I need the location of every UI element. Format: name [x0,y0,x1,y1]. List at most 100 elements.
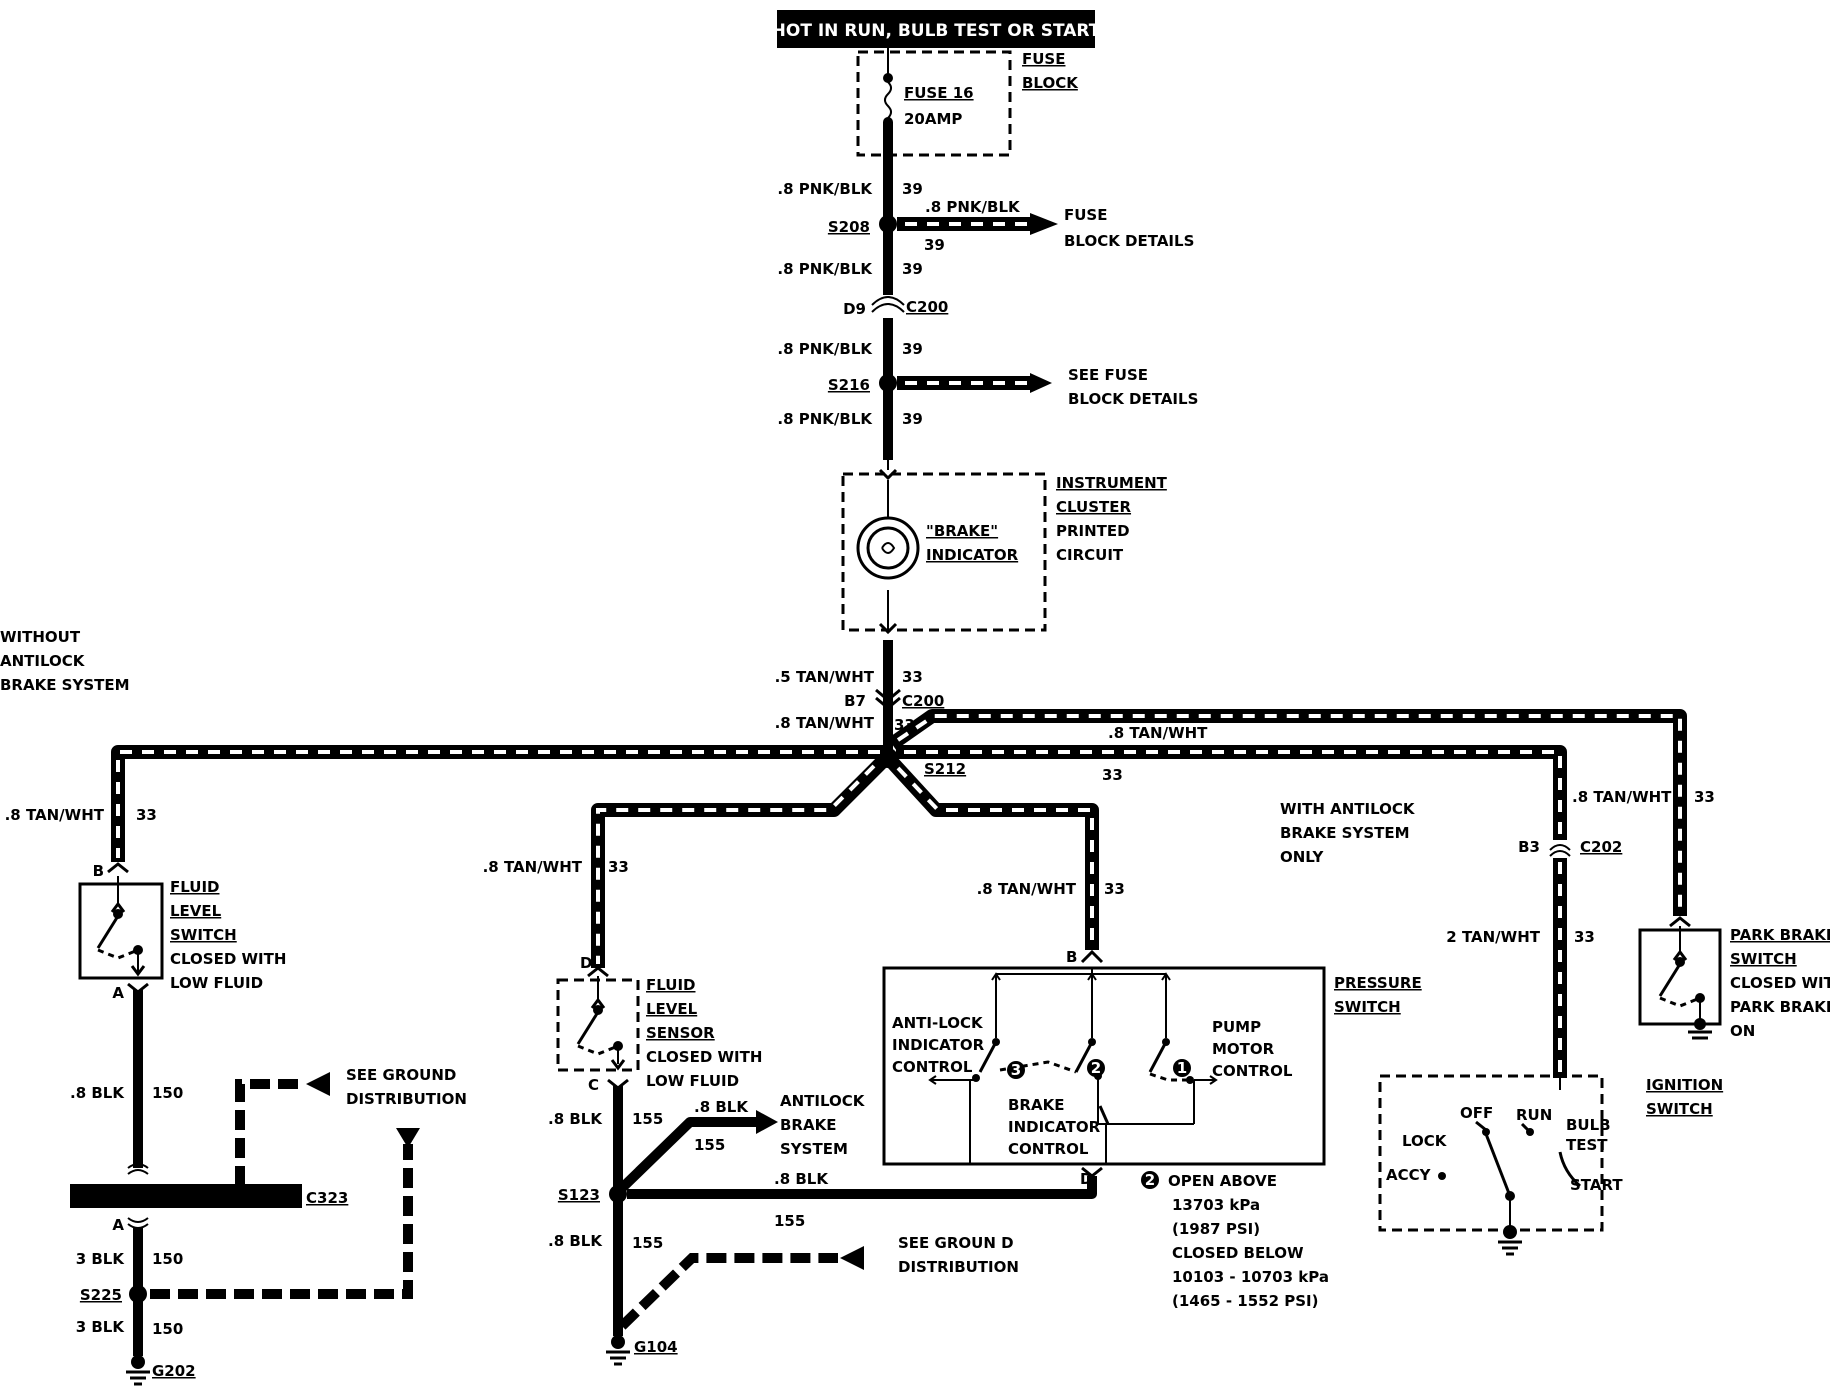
see-ground-b-line2: DISTRIBUTION [898,1258,1019,1276]
wire-label-blk-8-s123: .8 BLK [774,1170,829,1188]
ground-g202-icon [126,1355,150,1386]
pressure-pin-b-label: B [1066,948,1077,966]
antilock-label3: SYSTEM [780,1140,848,1158]
ignition-accy: ACCY [1386,1166,1432,1184]
wire-number-33-trunk1: 33 [902,668,923,686]
sensor-pin-d-label: D [580,954,592,972]
fuse-block-box [856,50,1012,157]
park-note2: PARK BRAKE [1730,998,1830,1016]
pressure-note-line3: (1987 PSI) [1172,1220,1260,1238]
park-switch-ground-icon [1688,1002,1712,1040]
brake-indicator-bulb-icon [856,516,920,580]
connector-c323: C323 [306,1189,348,1207]
antilock-label2: BRAKE [780,1116,836,1134]
pressure-title2: SWITCH [1334,998,1401,1016]
wire-label-tan-wht-sensor: .8 TAN/WHT [483,858,583,876]
wire-label-blk-3-b: 3 BLK [76,1318,126,1336]
wire-number-155-antilock: 155 [694,1136,725,1154]
pressure-note-line5: 10103 - 10703 kPa [1172,1268,1329,1286]
brake-indicator-control-line2: INDICATOR [1008,1118,1101,1136]
park-note1: CLOSED WITH [1730,974,1830,992]
sensor-pin-c-label: C [588,1076,599,1094]
sensor-title1: FLUID [646,976,695,994]
fuse-16-label: FUSE 16 [904,84,974,102]
pressure-note-line6: (1465 - 1552 PSI) [1172,1292,1318,1310]
with-antilock-line3: ONLY [1280,848,1325,866]
brake-indicator-control-line3: CONTROL [1008,1140,1089,1158]
cluster-title3: PRINTED [1056,522,1130,540]
park-note3: ON [1730,1022,1755,1040]
ignition-switch-box [1378,1074,1604,1232]
wire-number-33-sensor: 33 [608,858,629,876]
wire-label-tan-wht-pressure: .8 TAN/WHT [977,880,1077,898]
fluid-switch-note1: CLOSED WITH [170,950,286,968]
see-ground-line1: SEE GROUND [346,1066,456,1084]
wire-number-39-2: 39 [902,260,923,278]
splice-s225-dot [129,1285,147,1303]
cluster-title4: CIRCUIT [1056,546,1124,564]
fuse-details-line2: BLOCK DETAILS [1064,232,1194,250]
anti-lock-control-line2: INDICATOR [892,1036,985,1054]
fuse-block-title1: FUSE [1022,50,1065,68]
pressure-switch-2-badge [1087,1059,1105,1077]
wire-label-tan-wht-5: .5 TAN/WHT [775,668,875,686]
splice-s216: S216 [828,376,870,394]
splice-s212: S212 [924,760,966,778]
sensor-title3: SENSOR [646,1024,715,1042]
wire-label-blk-8-left: .8 BLK [70,1084,125,1102]
anti-lock-control-line3: CONTROL [892,1058,973,1076]
g104-ground-dash-wire [618,1253,838,1330]
c200-b7-pin-bottom [875,696,901,710]
sensor-pin-d [587,966,609,978]
fluid-switch-pin-b-label: B [93,862,104,880]
wire-label-blk-3-a: 3 BLK [76,1250,126,1268]
wire-label-pnk-blk-4: .8 PNK/BLK [777,410,873,428]
wire-number-39-3: 39 [902,340,923,358]
connector-pin-d9: D9 [843,300,866,318]
splice-s208-dot [879,215,897,233]
ground-g202: G202 [152,1362,196,1380]
wire-label-pnk-blk-1: .8 PNK/BLK [777,180,873,198]
anti-lock-control-line1: ANTI-LOCK [892,1014,984,1032]
pressure-note-line1: OPEN ABOVE [1168,1172,1277,1190]
connector-pin-b3: B3 [1518,838,1540,856]
splice-s216-dot [879,374,897,392]
ground-g104-icon [606,1335,630,1366]
wire-number-150-upper: 150 [152,1084,183,1102]
c202-connector-icon [1549,844,1571,851]
brake-indicator-label2: INDICATOR [926,546,1019,564]
wire-number-150-low: 150 [152,1320,183,1338]
pressure-note-line4: CLOSED BELOW [1172,1244,1304,1262]
s212-branch-wires [111,709,1687,1078]
splice-s225: S225 [80,1286,122,1304]
connector-c323-bar [70,1184,302,1208]
pressure-switch-box [882,966,1326,1166]
wire-label-tan-wht-left: .8 TAN/WHT [5,806,105,824]
pressure-pin-d [1081,1166,1103,1178]
connector-c200-top: C200 [906,298,948,316]
c200-b7-pin-top [875,688,901,702]
pressure-note-2-number: 2 [1145,1171,1155,1189]
wire-number-39-4: 39 [902,410,923,428]
see-fuse-line2: BLOCK DETAILS [1068,390,1198,408]
connector-c202: C202 [1580,838,1622,856]
antilock-label1: ANTILOCK [780,1092,866,1110]
header-bar [777,10,1095,48]
pump-motor-control-line3: CONTROL [1212,1062,1293,1080]
pressure-switch-1-badge [1173,1059,1191,1077]
brake-indicator-label1: "BRAKE" [926,522,998,540]
park-title1: PARK BRAKE [1730,926,1830,944]
splice-s123: S123 [558,1186,600,1204]
wire-number-155-s123: 155 [774,1212,805,1230]
pump-motor-control-line2: MOTOR [1212,1040,1275,1058]
brake-indicator-control-line1: BRAKE [1008,1096,1064,1114]
ignition-off: OFF [1460,1104,1493,1122]
wire-number-39-branch1: 39 [924,236,945,254]
c323-ground-arrow-icon [306,1072,330,1096]
sensor-note2: LOW FLUID [646,1072,739,1090]
ignition-title2: SWITCH [1646,1100,1713,1118]
without-antilock-line2: ANTILOCK [0,652,86,670]
ignition-lock: LOCK [1402,1132,1448,1150]
pressure-note-2-badge [1141,1171,1159,1189]
